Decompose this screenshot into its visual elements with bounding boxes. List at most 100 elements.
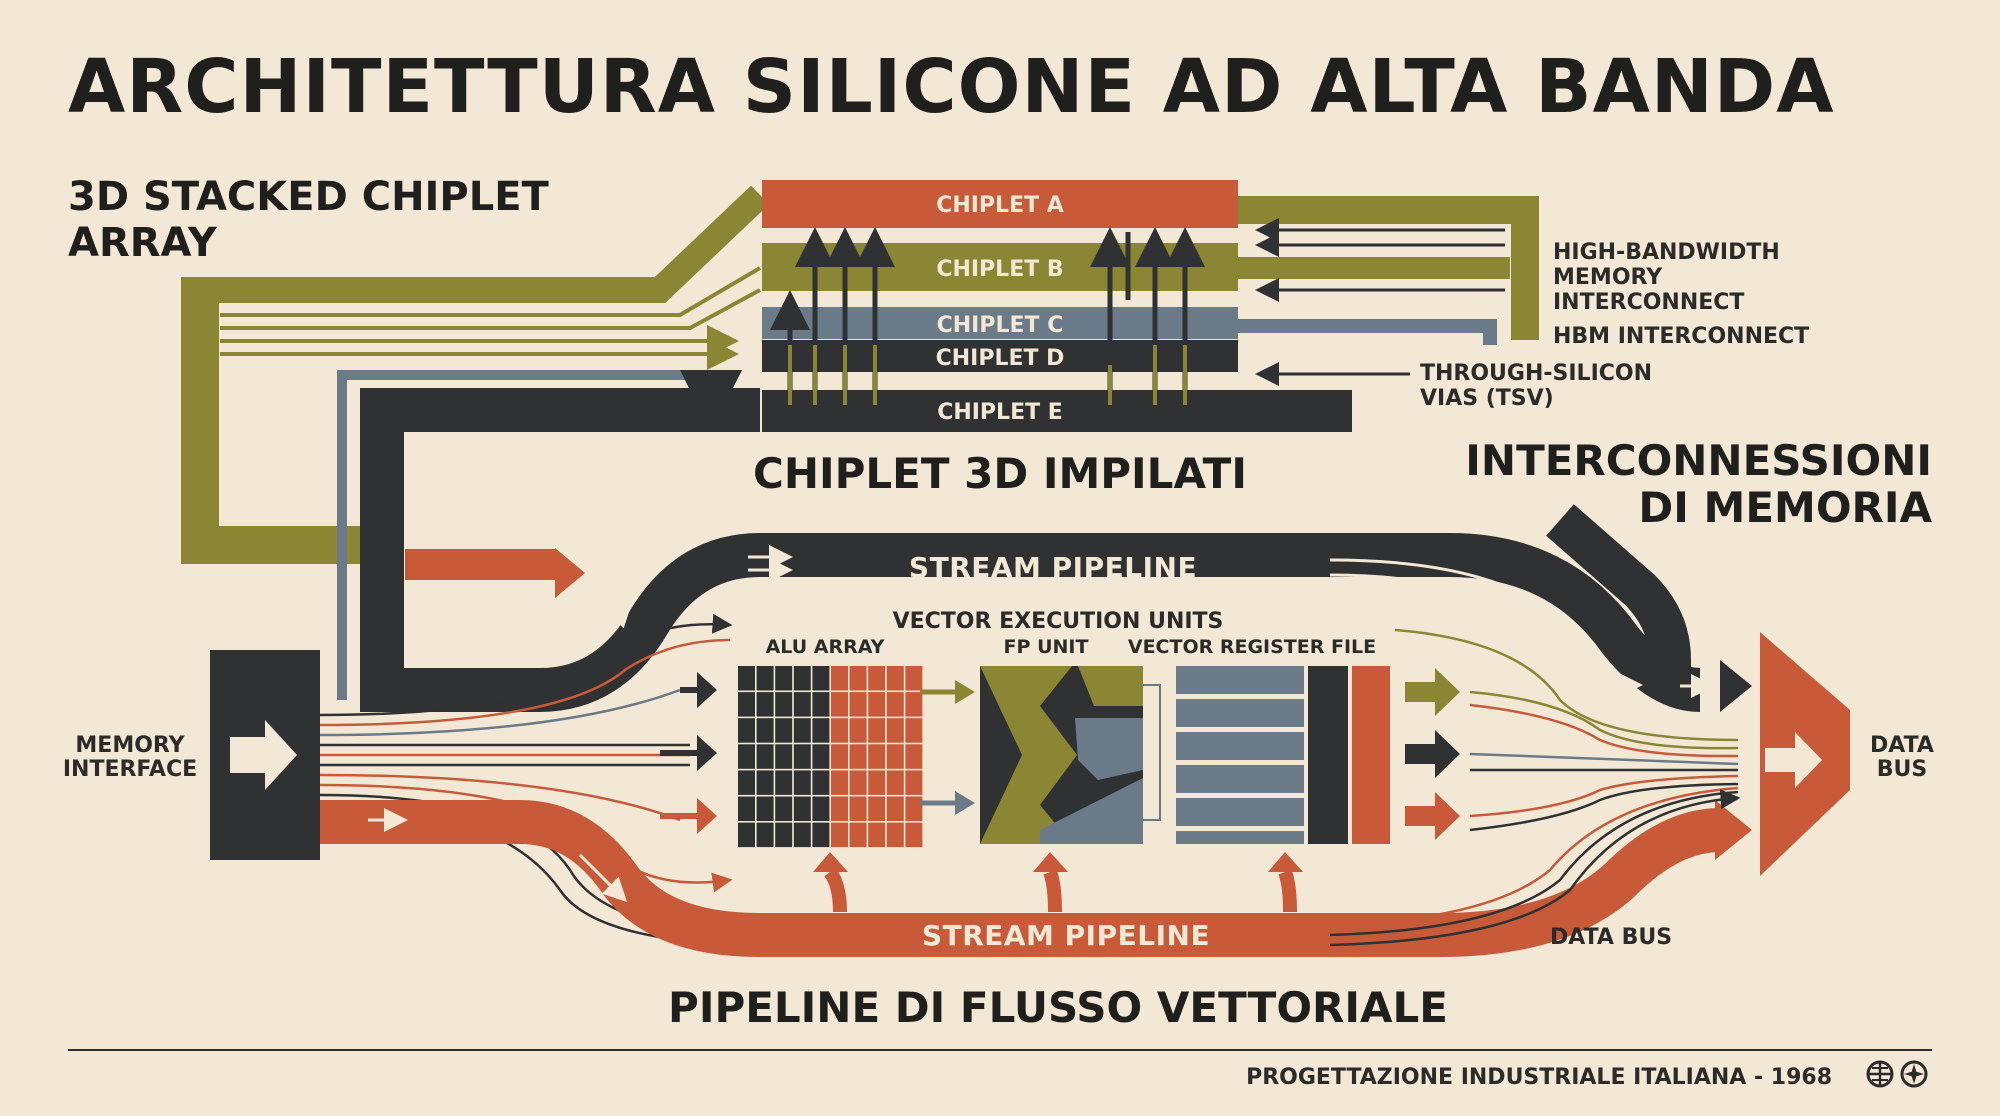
grid-logo-icon (1866, 1060, 1894, 1088)
alu-cell (775, 718, 793, 743)
data-bus-arrow-icon (1765, 732, 1822, 788)
alu-cell (886, 666, 904, 691)
alu-cell (905, 796, 923, 821)
alu-cell (756, 796, 774, 821)
upward-feed-arrows (824, 867, 1297, 913)
vector-register-file-label: VECTOR REGISTER FILE (1128, 636, 1376, 658)
alu-cell (793, 692, 811, 717)
alu-cell (812, 822, 830, 848)
memory-interface-label-line1: MEMORY (75, 733, 185, 758)
alu-cell (756, 718, 774, 743)
alu-cell (793, 796, 811, 821)
alu-cell (868, 718, 886, 743)
fanin-lines-right (1329, 628, 1741, 947)
chiplet-c-label: CHIPLET C (937, 313, 1064, 338)
alu-cell (886, 692, 904, 717)
alu-cell (905, 770, 923, 795)
hbm-connector (1238, 196, 1539, 386)
alu-cell (756, 744, 774, 769)
alu-cell (775, 692, 793, 717)
chiplet-d-label: CHIPLET D (936, 346, 1065, 371)
page-title: ARCHITETTURA SILICONE AD ALTA BANDA (68, 44, 1834, 130)
chiplet-e-label: CHIPLET E (937, 400, 1063, 425)
alu-cell (886, 744, 904, 769)
alu-cell (756, 770, 774, 795)
pipeline-flusso-heading: PIPELINE DI FLUSSO VETTORIALE (668, 983, 1448, 1032)
chiplet-stack: CHIPLET A CHIPLET B CHIPLET C CHIPLET D … (680, 180, 1352, 432)
alu-cell (756, 692, 774, 717)
compass-logo-icon (1900, 1060, 1928, 1088)
stream-pipeline-bottom-band (320, 800, 1721, 957)
alu-cell (849, 770, 867, 795)
alu-cell (886, 770, 904, 795)
chiplet-b-label: CHIPLET B (936, 257, 1063, 282)
alu-array (738, 666, 923, 848)
chiplet-c (762, 307, 1238, 339)
hbm-label-line3: INTERCONNECT (1553, 290, 1744, 315)
tsv-label-line1: THROUGH-SILICON (1420, 361, 1652, 386)
alu-cell (812, 744, 830, 769)
alu-cell (775, 666, 793, 691)
alu-cell (738, 822, 755, 848)
alu-cell (905, 692, 923, 717)
olive-conduit (181, 185, 769, 564)
alu-cell (849, 666, 867, 691)
alu-cell (738, 666, 755, 691)
alu-cell (738, 692, 755, 717)
alu-cell (849, 796, 867, 821)
data-bus-label-line1: DATA (1870, 733, 1934, 758)
alu-cell (868, 744, 886, 769)
top-pipeline-right-arrowhead (1720, 660, 1752, 712)
alu-cell (868, 770, 886, 795)
alu-cell (812, 692, 830, 717)
chiplet-a-label: CHIPLET A (936, 193, 1064, 218)
alu-cell (849, 744, 867, 769)
alu-cell (831, 744, 848, 769)
hbm-label-line1: HIGH-BANDWIDTH (1553, 240, 1780, 265)
alu-cell (849, 822, 867, 848)
alu-cell (831, 822, 848, 848)
alu-cell (905, 666, 923, 691)
output-arrows (1405, 668, 1460, 840)
alu-cell (812, 718, 830, 743)
stacked-array-heading-line2: ARRAY (68, 220, 218, 266)
alu-cell (886, 796, 904, 821)
alu-cell (831, 796, 848, 821)
alu-array-label: ALU ARRAY (766, 636, 885, 658)
alu-cell (868, 796, 886, 821)
alu-cell (886, 822, 904, 848)
fp-unit-label: FP UNIT (1004, 636, 1089, 658)
chiplet-impilati-heading: CHIPLET 3D IMPILATI (753, 449, 1247, 498)
alu-cell (793, 744, 811, 769)
interconnessioni-arrow (1546, 504, 1691, 680)
alu-cell (812, 770, 830, 795)
alu-cell (793, 666, 811, 691)
alu-cell (812, 666, 830, 691)
alu-cell (868, 822, 886, 848)
hbm-short-label: HBM INTERCONNECT (1553, 324, 1809, 349)
alu-cell (905, 718, 923, 743)
memory-interface-arrow-icon (230, 720, 297, 790)
hbm-label-line2: MEMORY (1553, 265, 1663, 290)
alu-cell (812, 796, 830, 821)
alu-cell (775, 822, 793, 848)
alu-cell (849, 692, 867, 717)
slate-feed-line (337, 370, 710, 700)
interconnessioni-heading-line2: DI MEMORIA (1638, 483, 1932, 532)
footer-text: PROGETTAZIONE INDUSTRIALE ITALIANA - 196… (1246, 1065, 1832, 1090)
alu-cell (738, 718, 755, 743)
data-bus-bottom-label: DATA BUS (1550, 925, 1672, 950)
alu-cell (793, 822, 811, 848)
chiplet-e (762, 390, 1352, 432)
alu-cell (886, 718, 904, 743)
alu-cell (831, 692, 848, 717)
charcoal-conduit (360, 388, 1702, 712)
vector-register-file (1176, 666, 1390, 844)
alu-cell (775, 796, 793, 821)
stream-pipeline-bottom-label: STREAM PIPELINE (922, 919, 1210, 952)
alu-cell (905, 744, 923, 769)
stacked-array-heading-line1: 3D STACKED CHIPLET (68, 174, 550, 220)
alu-cell (793, 718, 811, 743)
alu-cell (831, 770, 848, 795)
alu-cell (849, 718, 867, 743)
